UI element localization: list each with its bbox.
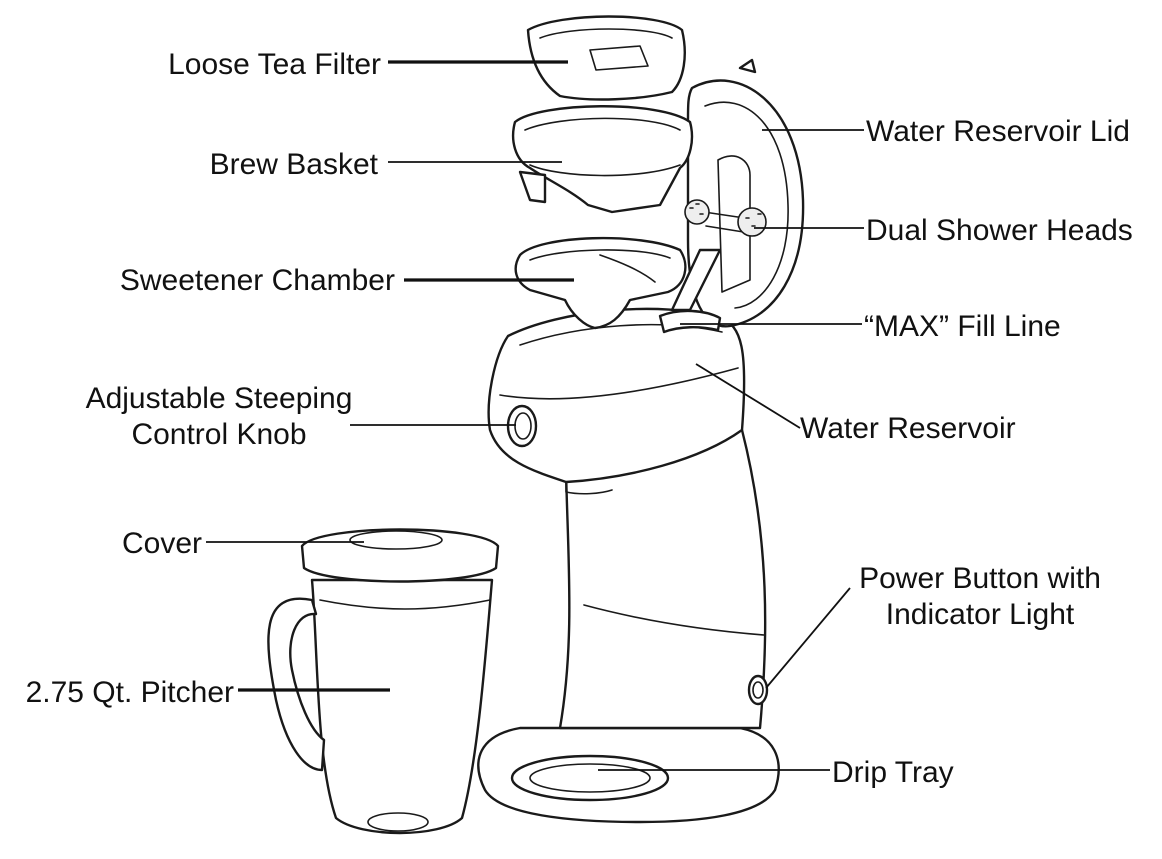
label-max-fill-line: “MAX” Fill Line — [864, 310, 1061, 343]
label-cover: Cover — [122, 527, 202, 560]
water-reservoir-lid — [688, 60, 803, 326]
pitcher-cover — [302, 530, 498, 582]
label-knob-line1: Adjustable Steeping — [86, 382, 353, 415]
label-drip-tray: Drip Tray — [832, 756, 954, 789]
steeping-knob — [508, 406, 536, 446]
label-power-line1: Power Button with — [859, 562, 1101, 595]
power-button — [749, 676, 767, 704]
label-knob-line2: Control Knob — [131, 418, 306, 451]
label-brew-basket: Brew Basket — [210, 148, 379, 181]
label-pitcher: 2.75 Qt. Pitcher — [26, 676, 234, 709]
label-sweetener-chamber: Sweetener Chamber — [120, 264, 395, 297]
label-power-line2: Indicator Light — [886, 598, 1075, 631]
label-dual-shower-heads: Dual Shower Heads — [866, 214, 1133, 247]
label-water-reservoir: Water Reservoir — [800, 412, 1016, 445]
label-loose-tea-filter: Loose Tea Filter — [168, 48, 381, 81]
label-water-reservoir-lid: Water Reservoir Lid — [866, 115, 1130, 148]
drip-tray — [512, 756, 668, 800]
loose-tea-filter — [528, 17, 685, 100]
machine-body — [478, 309, 778, 822]
brew-basket — [513, 106, 692, 212]
pitcher — [268, 580, 492, 833]
leader-power-button — [766, 588, 850, 688]
